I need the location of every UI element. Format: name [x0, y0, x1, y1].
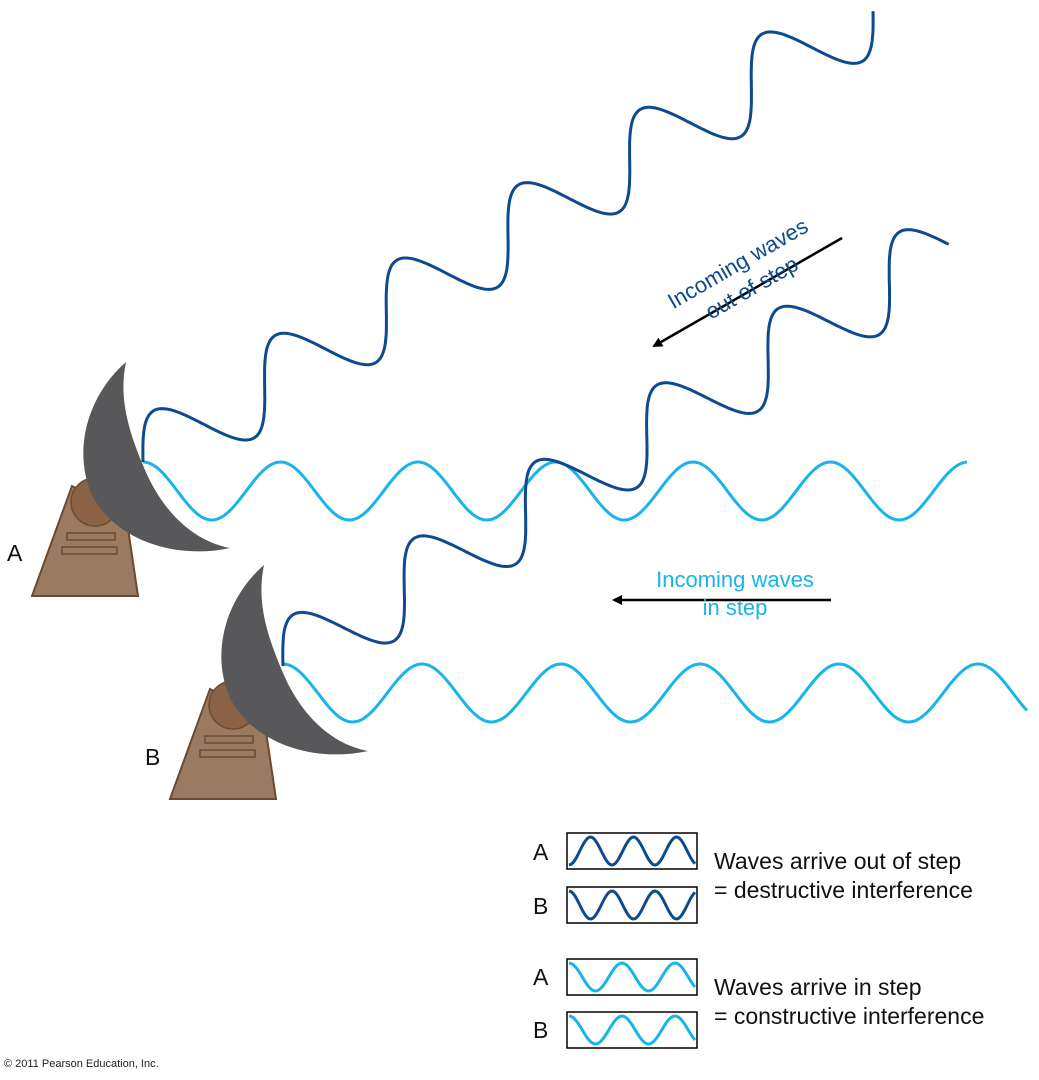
legend-label-a: A [533, 839, 549, 865]
destructive-caption-line1: Waves arrive out of step [714, 848, 962, 874]
telescope-b-label: B [145, 744, 161, 770]
dish [221, 565, 368, 755]
legend-wave-constructive-b [568, 1014, 697, 1046]
out-of-step-wave-a [141, 11, 875, 463]
legend-wave-destructive-b [568, 889, 697, 921]
legend-boxes [566, 832, 698, 1049]
legend-label-b: B [533, 893, 549, 919]
destructive-caption: Waves arrive out of step = destructive i… [714, 847, 973, 905]
telescope-a-label: A [7, 540, 23, 566]
destructive-caption-line2: = destructive interference [714, 877, 973, 903]
out-of-step-arrow [652, 236, 843, 348]
in-step-wave-b [282, 662, 1029, 724]
base-stripe [204, 735, 254, 744]
legend-box-constructive-a [566, 958, 698, 996]
legend-box-constructive-b [566, 1011, 698, 1049]
constructive-caption-line1: Waves arrive in step [714, 974, 922, 1000]
constructive-caption: Waves arrive in step = constructive inte… [714, 973, 984, 1031]
legend-wave-destructive-a [568, 835, 697, 867]
in-step-note: Incoming waves in step [630, 566, 840, 622]
legend-label-a: A [533, 964, 549, 990]
constructive-caption-line2: = constructive interference [714, 1003, 985, 1029]
copyright: © 2011 Pearson Education, Inc. [4, 1058, 159, 1070]
legend-wave-constructive-a [568, 961, 697, 993]
in-step-wave-a [142, 460, 968, 522]
base-stripe [199, 749, 256, 758]
dish [83, 362, 230, 552]
telescope-a [30, 362, 230, 597]
base-stripe [61, 546, 118, 555]
telescope-b [168, 565, 368, 800]
in-step-note-line2: in step [702, 595, 768, 620]
base-stripe [66, 532, 116, 541]
legend-label-b: B [533, 1017, 549, 1043]
in-step-note-line1: Incoming waves [656, 567, 814, 592]
out-of-step-wave-b [281, 228, 950, 667]
